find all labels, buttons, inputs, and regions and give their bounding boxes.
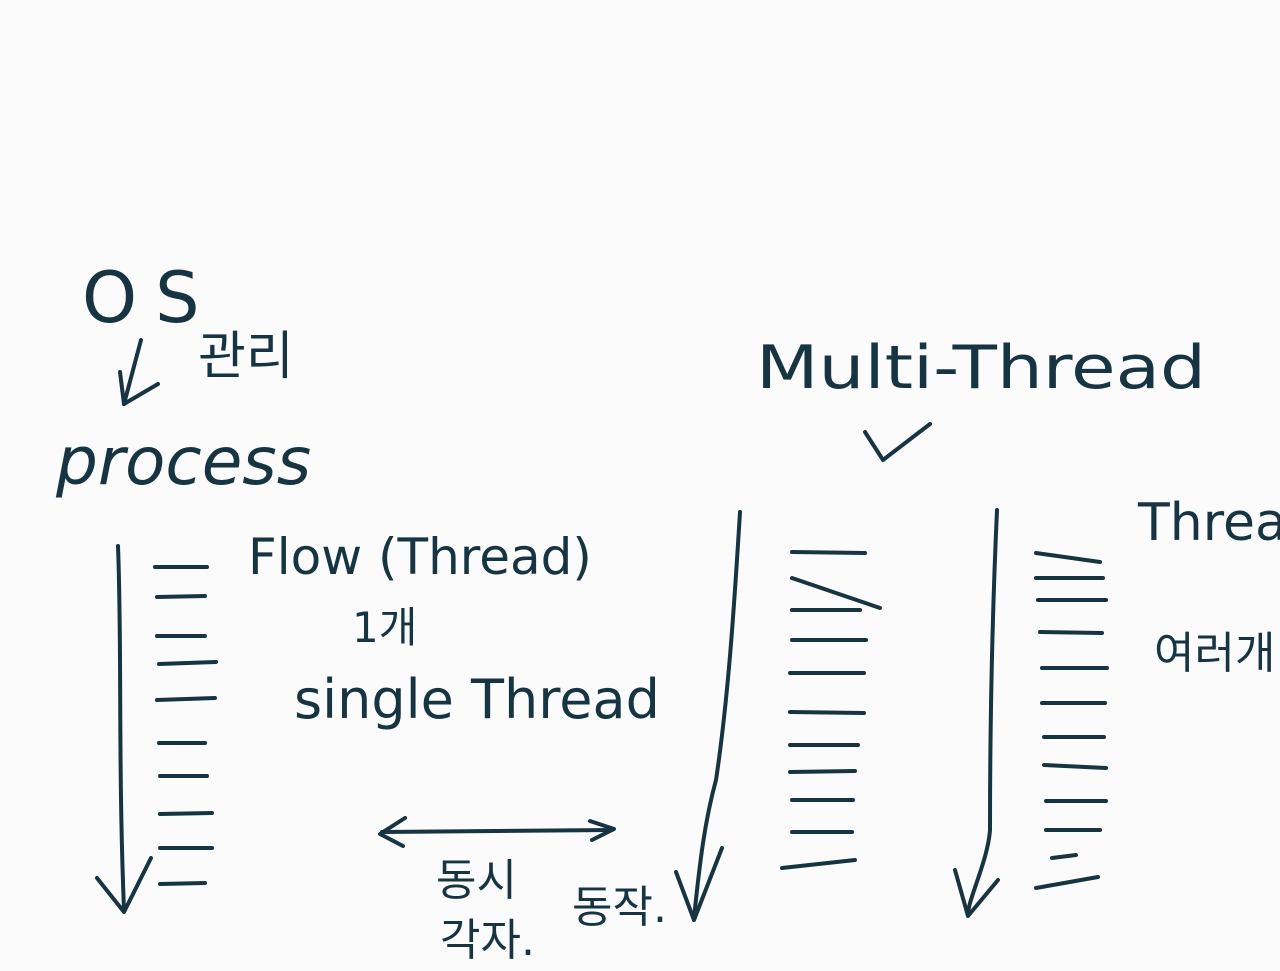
thread-label: Thread: [1137, 493, 1280, 553]
several-label: 여러개: [1154, 628, 1275, 679]
multi-thread-ticks-1: [780, 550, 882, 870]
single-thread-arrow: [95, 544, 153, 914]
manage-label: 관리: [198, 327, 294, 387]
multi-thread-label: Multi-Thread: [756, 333, 1206, 403]
single-thread-label: single Thread: [294, 668, 660, 731]
operation-label: 동작.: [572, 882, 667, 933]
multi-thread-arrow-2: [953, 508, 1000, 918]
flow-thread-label: Flow (Thread): [248, 528, 592, 586]
process-label: process: [55, 423, 311, 500]
single-thread-ticks: [153, 565, 218, 886]
each-label: 각자.: [440, 915, 535, 966]
multi-thread-arrow-1: [674, 510, 742, 922]
check-mark: [863, 422, 932, 462]
os-label: OS: [82, 257, 218, 339]
multi-thread-ticks-2: [1034, 551, 1109, 890]
simultaneous-double-arrow: [378, 816, 616, 848]
os-to-process-arrow: [118, 338, 160, 406]
one-count-label: 1개: [352, 603, 417, 652]
simultaneous-label: 동시: [436, 855, 517, 906]
